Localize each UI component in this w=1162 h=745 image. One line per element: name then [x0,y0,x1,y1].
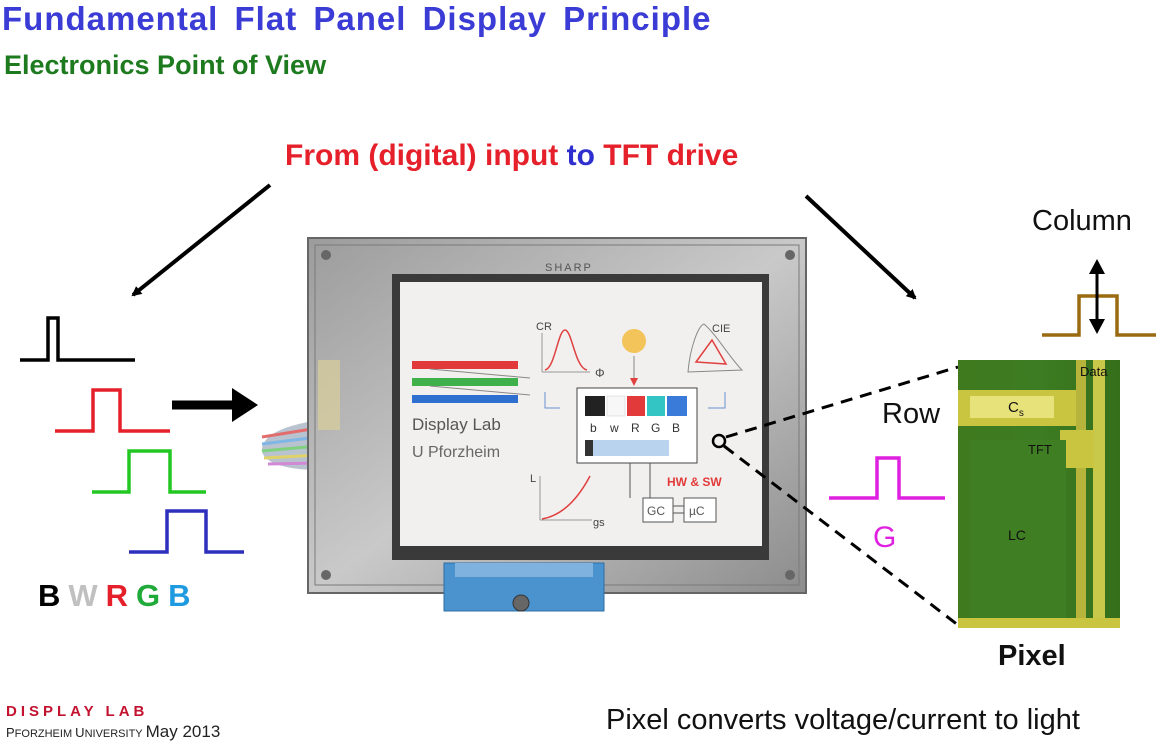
legend-letter-b: B [38,578,61,613]
screen-stripe-blue [412,395,518,403]
arrow-to-input [131,183,272,297]
column-label: Column [1032,205,1132,237]
headline-part-input: From (digital) input [285,139,567,172]
screen-l-label: L [530,473,536,485]
screen-swatch-r: R [631,421,640,435]
screen-swatch-b: b [590,421,597,435]
pixel-probe-marker [711,433,727,449]
pulse-red [55,388,170,433]
screen-sun-icon [622,329,646,353]
screen-stripe-red [412,361,518,369]
screen-cie-diagram [687,323,744,373]
panel-brand: SHARP [545,262,593,274]
g-label: G [873,521,897,554]
screen-gamma-curve [541,475,591,520]
screen-uc-label: µC [689,504,705,518]
slide-title: Fundamental Flat Panel Display Principle [2,0,712,37]
screen-swatch-g: G [651,421,660,435]
panel-stand-screw [512,594,530,612]
pixel-label: Pixel [998,640,1066,672]
footer-date: May 2013 [145,722,221,741]
screen-gs-label: gs [593,517,605,529]
arrow-input-to-panel-head [232,388,258,422]
pulse-green [92,449,206,494]
screen-phi-label: Φ [595,366,605,380]
screen-cie-label: CIE [712,323,730,335]
arrow-to-tft [804,194,917,300]
screen-swatch-bb: B [672,421,680,435]
pulse-g [829,456,945,500]
pixel-cs-label: Cs [1008,399,1024,419]
screen-swatch-w: w [609,421,619,435]
headline-part-tft: TFT drive [594,139,739,172]
screen-stripe-green [412,378,518,386]
legend-letter-r: R [105,578,129,613]
row-label: Row [882,398,941,430]
legend-letter-g: G [136,578,161,613]
screen-hwsw-label: HW & SW [667,475,722,489]
zoom-line-top [725,365,959,439]
pulse-black [20,316,135,362]
screen-university: U Pforzheim [412,444,500,461]
footer-display-lab: DISPLAY LAB [6,703,149,720]
headline: From (digital) input to TFT drive [285,139,738,173]
screen-lab-name: Display Lab [412,415,501,434]
pixel-data-label: Data [1080,364,1108,379]
legend-letter-bb: B [168,578,191,613]
legend-letter-w: W [68,578,98,613]
pixel-tft-label: TFT [1028,442,1052,457]
pixel-lc-label: LC [1008,527,1026,543]
screen-gc-label: GC [647,504,665,518]
pulse-blue [129,509,244,554]
slide-subtitle: Electronics Point of View [4,50,327,80]
screen-cr-curve [544,329,588,371]
screen-cr-label: CR [536,321,552,333]
zoom-line-bottom [723,444,959,627]
footer-caption: Pixel converts voltage/current to light [606,704,1080,736]
screen-uc-box [683,497,717,523]
screen-gc-box [642,497,674,523]
headline-part-to: to [566,139,595,172]
